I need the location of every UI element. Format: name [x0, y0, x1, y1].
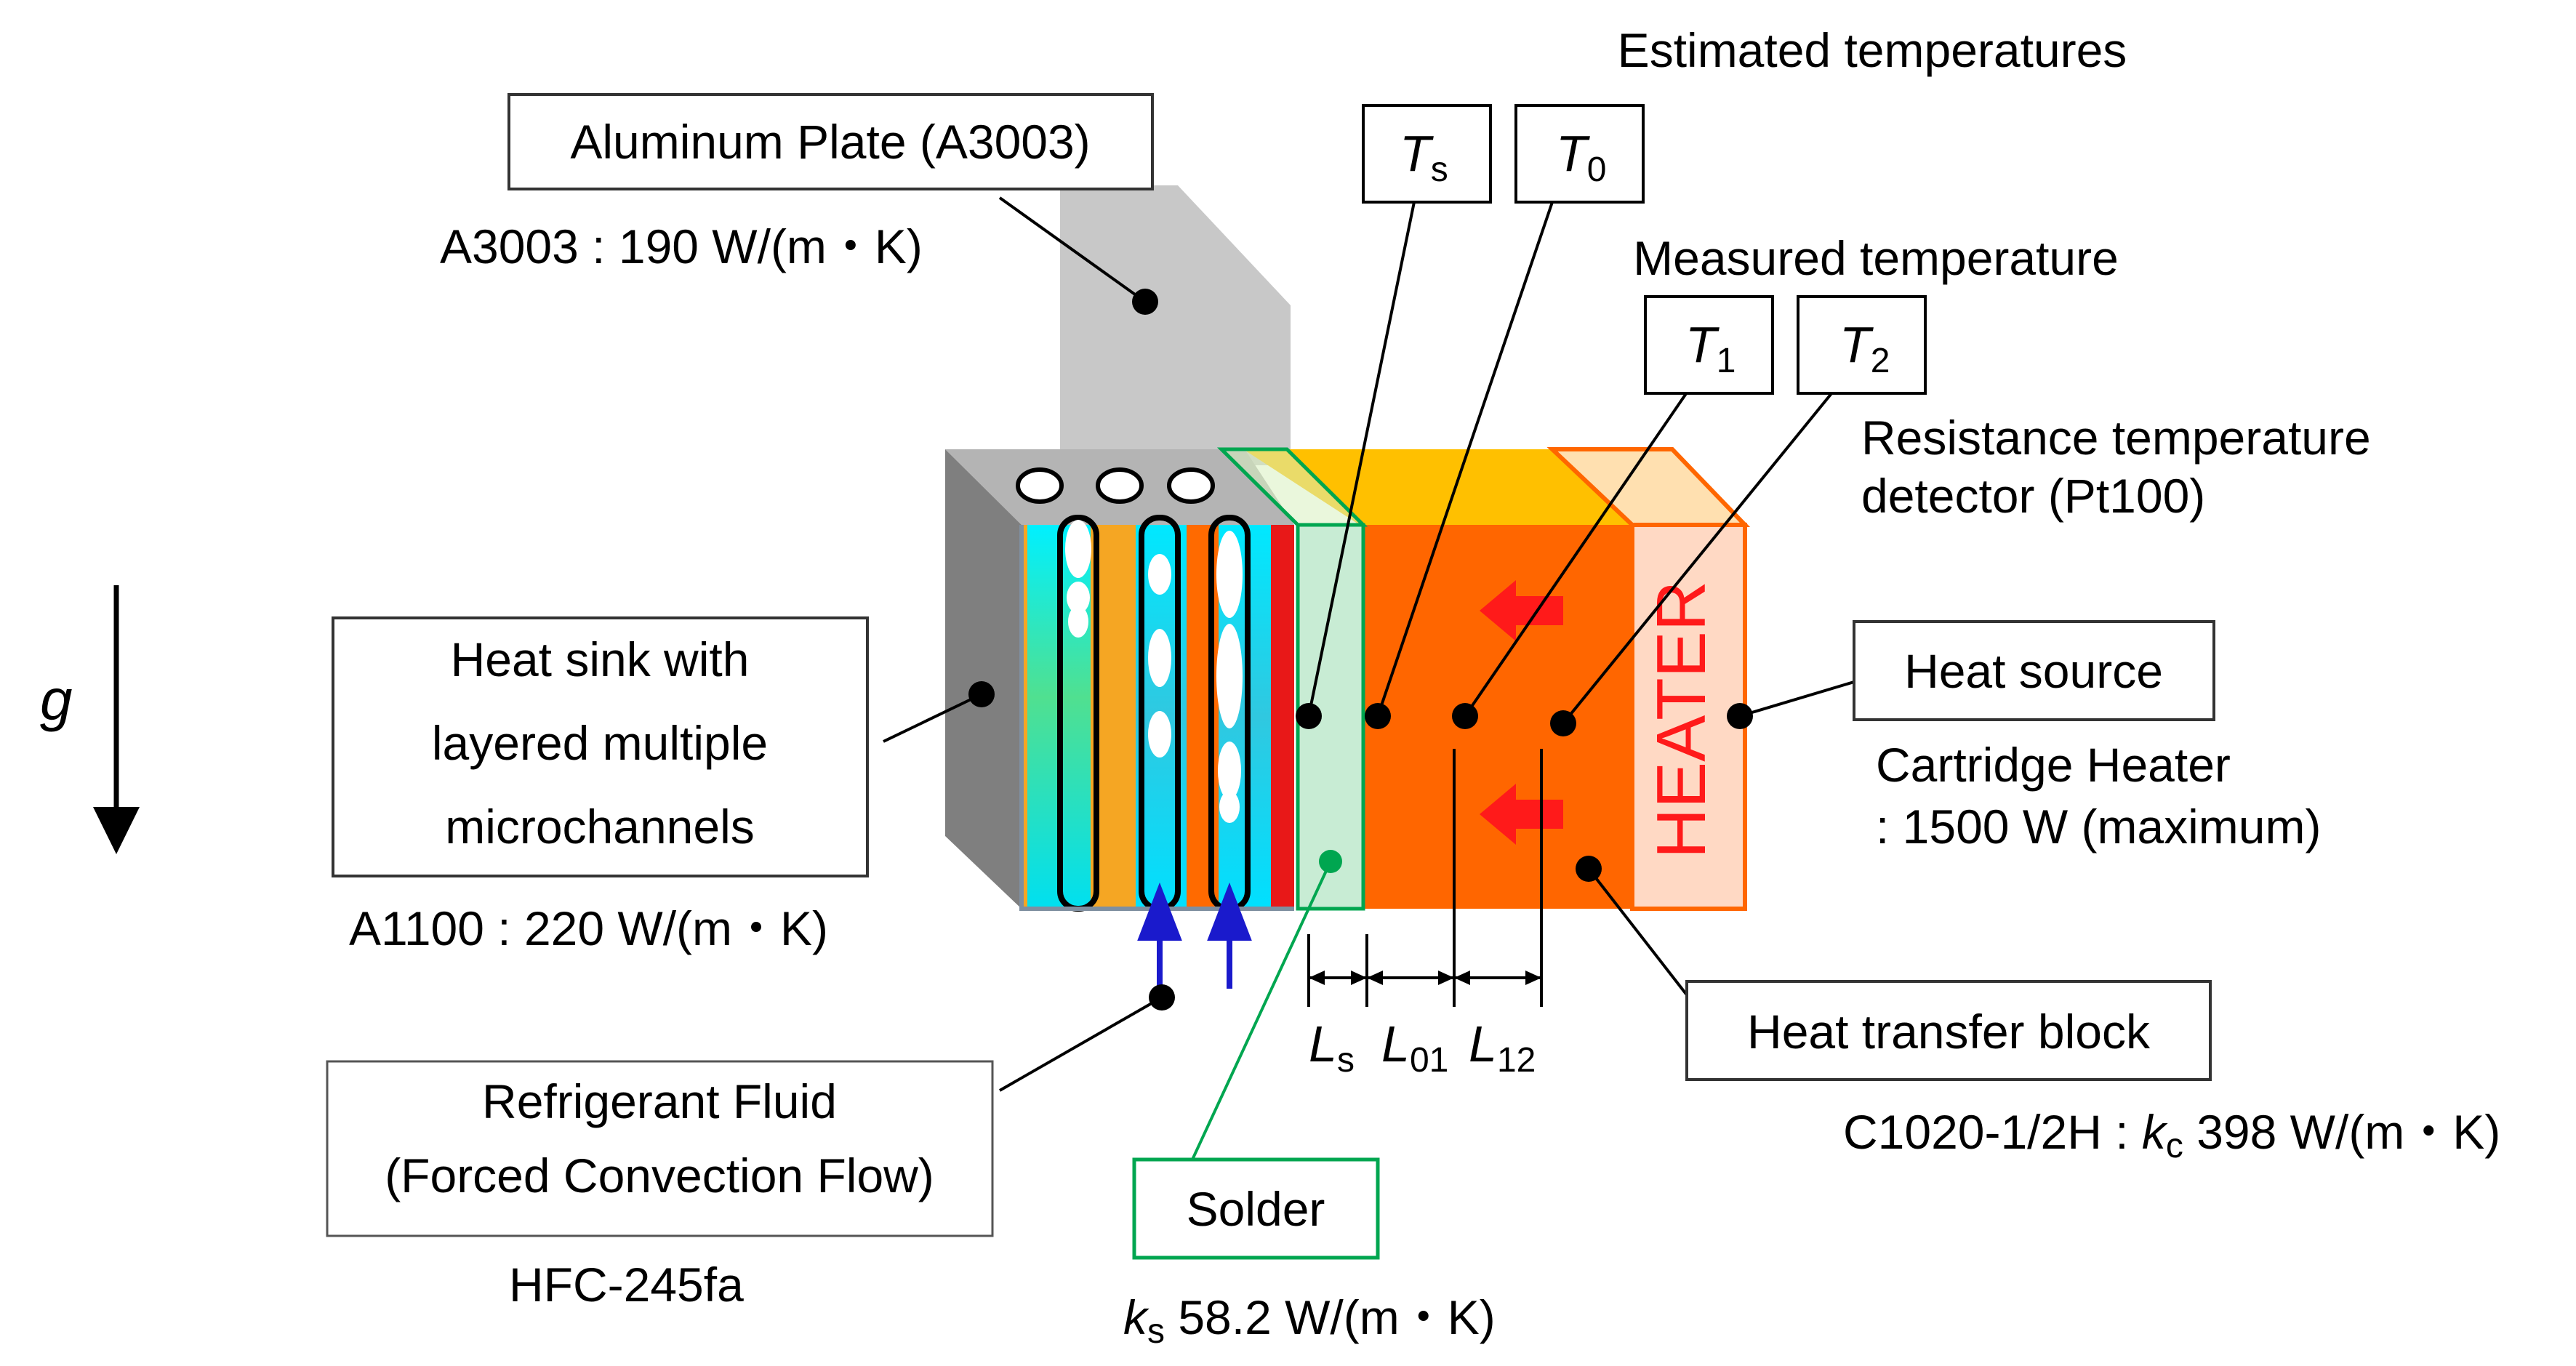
gravity-arrowhead [93, 807, 140, 854]
heat-sink-box [332, 616, 869, 877]
channel-opening [1016, 467, 1064, 504]
cartridge-heater-line1: Cartridge Heater [1876, 738, 2231, 792]
aluminum-plate-shape [1060, 185, 1291, 465]
gravity-label: g [40, 667, 73, 732]
refrigerant-label-line2: (Forced Convection Flow) [385, 1149, 934, 1202]
heat-transfer-block-label: Heat transfer block [1747, 1005, 2151, 1058]
bubble [1068, 606, 1088, 638]
t1-label: T1 [1685, 316, 1736, 380]
aluminum-plate-box [507, 93, 1154, 190]
hfc-label: HFC-245fa [509, 1258, 744, 1311]
solder-leader-line [1191, 861, 1332, 1160]
ts-label: Ts [1400, 125, 1448, 189]
estimated-temperatures-label: Estimated temperatures [1618, 23, 2127, 77]
bubble [1216, 531, 1243, 618]
fin-3 [1271, 525, 1294, 909]
heat-sink-label-line1: Heat sink with [451, 632, 750, 686]
c1020-conductivity: C1020-1/2H : kc 398 W/(m・K) [1843, 1105, 2500, 1165]
length-ls: Ls [1309, 1016, 1355, 1080]
t0-label: T0 [1556, 125, 1606, 189]
bubble [1065, 520, 1091, 578]
solder-label: Solder [1187, 1182, 1325, 1236]
bubble [1067, 582, 1090, 614]
measured-temperature-label: Measured temperature [1633, 231, 2119, 285]
length-l12: L12 [1469, 1016, 1536, 1080]
length-l01: L01 [1381, 1016, 1448, 1080]
heat-transfer-block-box [1685, 980, 2212, 1081]
heat-transfer-block: HEATER [1243, 447, 1751, 911]
refrigerant-box [326, 1060, 994, 1237]
bubble [1148, 554, 1171, 595]
heater-label: HEATER [1642, 581, 1720, 859]
rtd-label-line1: Resistance temperature [1861, 411, 2371, 465]
dimension-arrowheads [1309, 971, 1541, 985]
ts-box [1362, 104, 1492, 204]
refrigerant-flow-arrows [1137, 882, 1252, 989]
bubble [1148, 711, 1171, 758]
heat-sink-edge [1019, 525, 1294, 911]
heat-sink-block [945, 449, 1294, 912]
bubble [1148, 629, 1171, 687]
heat-flow-arrow-bottom [1480, 784, 1563, 845]
solder-conductivity: ks 58.2 W/(m・K) [1123, 1290, 1496, 1351]
refrigerant-label-line1: Refrigerant Fluid [482, 1074, 837, 1128]
a1100-conductivity: A1100 : 220 W/(m・K) [349, 901, 828, 955]
heat-sink-label-line3: microchannels [445, 800, 755, 853]
channel-opening [1167, 467, 1215, 504]
heat-sink-side [945, 449, 1022, 909]
t2-label: T2 [1839, 316, 1890, 380]
heat-source-label: Heat source [1904, 644, 2163, 698]
aluminum-plate-label: Aluminum Plate (A3003) [570, 115, 1090, 169]
channel-opening [1096, 467, 1144, 504]
heat-flow-arrow-top [1480, 580, 1563, 641]
heat-source-box [1853, 620, 2215, 721]
rtd-label-line2: detector (Pt100) [1861, 469, 2205, 523]
a3003-conductivity: A3003 : 190 W/(m・K) [440, 220, 923, 273]
t2-box [1797, 295, 1927, 395]
bubble [1219, 791, 1240, 823]
t1-box [1644, 295, 1774, 395]
bubble [1216, 624, 1243, 728]
heat-sink-label-line2: layered multiple [432, 716, 768, 770]
bubble [1218, 742, 1241, 800]
heater-front [1630, 523, 1747, 911]
cartridge-heater-line2: : 1500 W (maximum) [1876, 800, 2321, 853]
solder-box [1132, 1157, 1380, 1260]
leader-lines [883, 196, 1862, 1092]
t0-box [1514, 104, 1645, 204]
